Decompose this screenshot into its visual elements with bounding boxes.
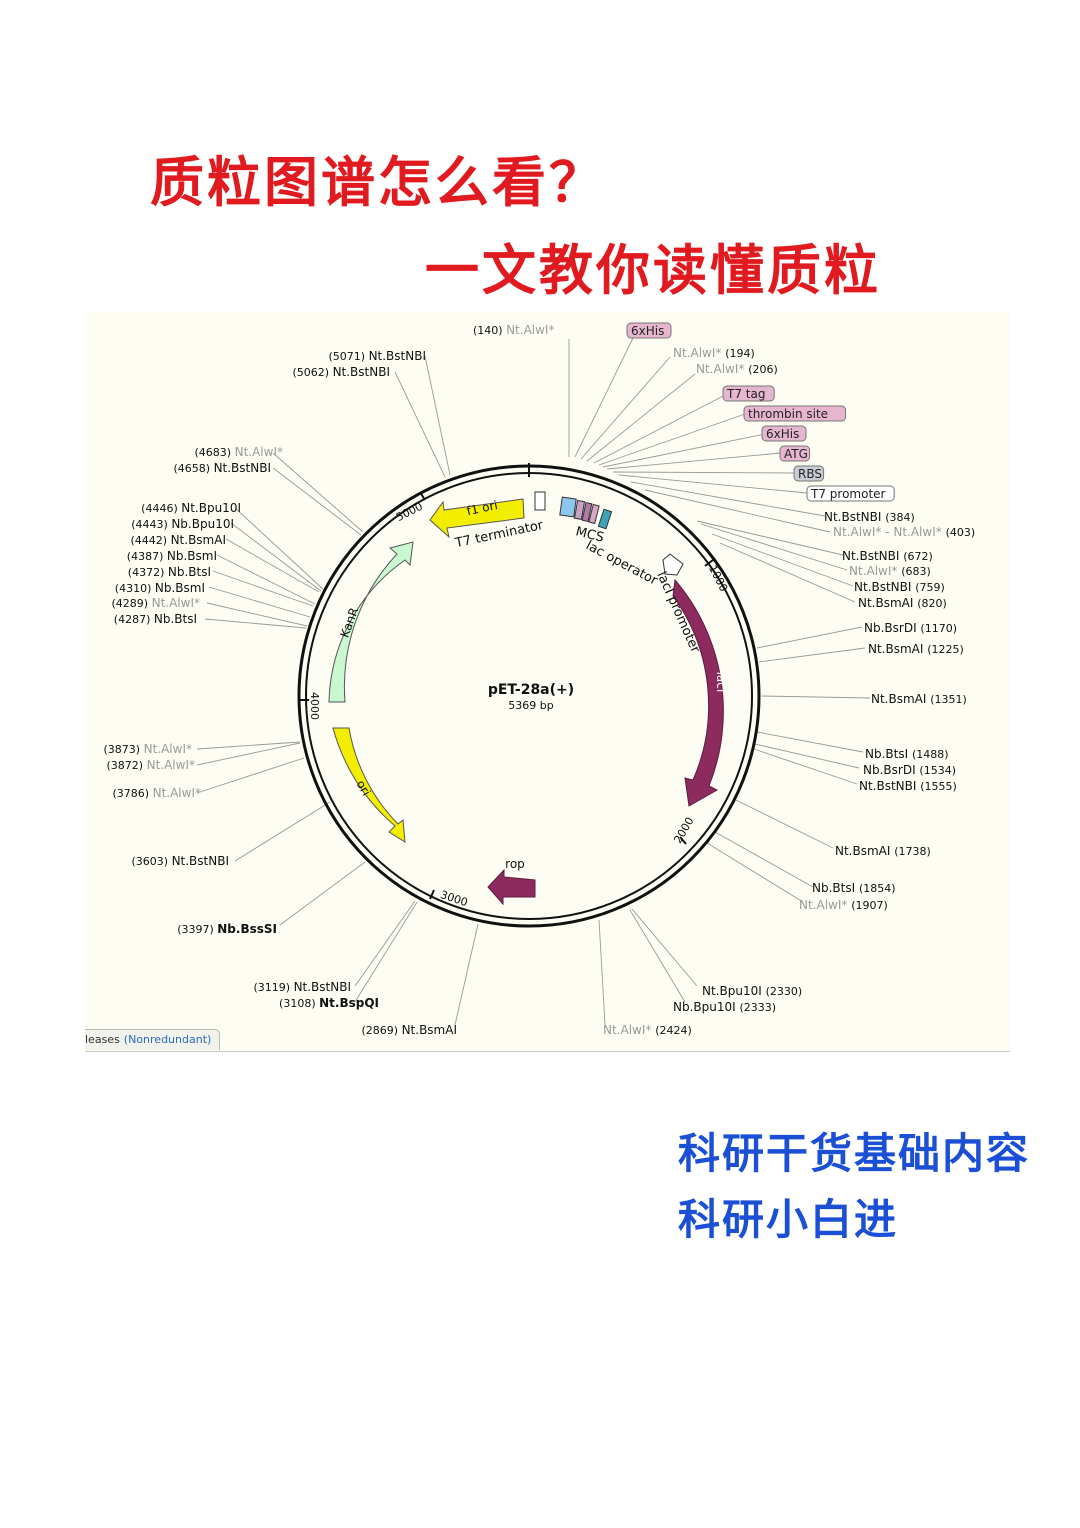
site-label-nt-bstnbi: Nt.BstNBI (384) — [824, 510, 915, 524]
site-box-atg: ATG — [779, 445, 811, 462]
site-box-6xhis: 6xHis — [761, 425, 807, 442]
site-label-nt-alwi-: (4683) Nt.AlwI* — [195, 445, 283, 459]
site-box-t7-tag: T7 tag — [722, 385, 775, 402]
site-label-nt-bsmai: Nt.BsmAI (820) — [858, 596, 947, 610]
site-label-nt-bsmai: Nt.BsmAI (1738) — [835, 844, 931, 858]
feature-laci-promoter-arrow — [662, 553, 684, 576]
svg-text:6xHis: 6xHis — [631, 324, 664, 338]
svg-text:6xHis: 6xHis — [766, 427, 799, 441]
site-label-nb-btsi: (4372) Nb.BtsI — [128, 565, 211, 579]
feature-mcs-blue — [559, 496, 577, 518]
svg-text:T7 tag: T7 tag — [726, 387, 765, 401]
site-label-nb-btsi: (4287) Nb.BtsI — [114, 612, 197, 626]
feature-laci — [672, 578, 724, 807]
site-label-nt-bspqi: (3108) Nt.BspQI — [279, 996, 379, 1010]
site-label-nt-bstnbi: Nt.BstNBI (759) — [854, 580, 945, 594]
site-box-thrombin-site: thrombin site — [743, 405, 847, 422]
feature-kanr — [328, 541, 414, 703]
site-label-nb-bpu10i: Nb.Bpu10I (2333) — [673, 1000, 776, 1014]
site-label-nt-bstnbi: (3603) Nt.BstNBI — [131, 854, 229, 868]
site-label-nb-bsrdi: Nb.BsrDI (1170) — [864, 621, 957, 635]
site-label-nb-bpu10i: (4443) Nb.Bpu10I — [131, 517, 234, 531]
site-box-6xhis: 6xHis — [626, 322, 672, 339]
site-label-nt-alwi-: Nt.AlwI* (2424) — [603, 1023, 692, 1037]
feature-label-f1-ori: f1 ori — [465, 498, 499, 518]
feature-label-lac-operator: lac operator — [583, 538, 660, 589]
feature-arrows — [328, 491, 724, 906]
feature-label-rop: rop — [505, 857, 525, 871]
feature-label-laci: lacI — [714, 672, 728, 693]
site-label-nb-bsrdi: Nb.BsrDI (1534) — [863, 763, 956, 777]
feature-white-box — [534, 491, 546, 511]
site-label-nb-btsi: Nb.BtsI (1488) — [865, 747, 949, 761]
tick-label-5000: 5000 — [394, 500, 425, 524]
feature-ori — [332, 727, 406, 843]
site-box-rbs: RBS — [793, 465, 825, 482]
feature-rop — [487, 868, 536, 906]
site-label-nt-bstnbi: (5071) Nt.BstNBI — [328, 349, 426, 363]
site-label-nt-bstnbi: (4658) Nt.BstNBI — [173, 461, 271, 475]
site-label-nt-bsmai: Nt.BsmAI (1351) — [871, 692, 967, 706]
site-label-nt-alwi-: (4289) Nt.AlwI* — [112, 596, 200, 610]
enzyme-tab[interactable]: leases(Nonredundant) — [85, 1029, 221, 1050]
site-label-nt-alwi-: Nt.AlwI* (683) — [849, 564, 931, 578]
site-label-nt-bsmai: (2869) Nt.BsmAI — [362, 1023, 458, 1037]
feature-f1-ori — [429, 498, 525, 539]
site-label-nt-alwi-: Nt.AlwI* (1907) — [799, 898, 888, 912]
site-label-nt-alwi-nt-alwi-: Nt.AlwI* - Nt.AlwI* (403) — [833, 525, 975, 539]
site-label-nt-bstnbi: Nt.BstNBI (1555) — [859, 779, 957, 793]
svg-text:T7 promoter: T7 promoter — [810, 487, 886, 501]
leader-lines — [196, 337, 871, 1026]
site-label-nt-alwi-: (140) Nt.AlwI* — [473, 323, 554, 337]
site-label-nt-bpu10i: Nt.Bpu10I (2330) — [702, 984, 802, 998]
site-label-nb-btsi: Nb.BtsI (1854) — [812, 881, 896, 895]
site-label-nt-bstnbi: (3119) Nt.BstNBI — [253, 980, 351, 994]
plasmid-size: 5369 bp — [508, 699, 553, 712]
svg-text:thrombin site: thrombin site — [748, 407, 828, 421]
page-subtitle: 一文教你读懂质粒 — [425, 239, 881, 302]
svg-text:RBS: RBS — [798, 467, 822, 481]
site-label-nt-bsmai: (4442) Nt.BsmAI — [131, 533, 227, 547]
tick-label-2000: 2000 — [671, 815, 696, 846]
footer-line-1: 科研干货基础内容 — [678, 1129, 1031, 1178]
site-label-nt-alwi-: (3786) Nt.AlwI* — [113, 786, 201, 800]
page-title: 质粒图谱怎么看？ — [150, 151, 606, 214]
enzyme-tab-link[interactable]: (Nonredundant) — [123, 1033, 212, 1046]
tick-marks — [300, 463, 714, 900]
site-label-nt-alwi-: (3873) Nt.AlwI* — [104, 742, 192, 756]
site-label-nt-alwi-: (3872) Nt.AlwI* — [107, 758, 195, 772]
feature-label-kanr: KanR — [337, 606, 361, 640]
map-bottom-border — [85, 1051, 1010, 1052]
feature-label-mcs: MCS — [574, 524, 605, 545]
site-box-t7-promoter: T7 promoter — [806, 485, 895, 502]
svg-text:ATG: ATG — [784, 447, 808, 461]
site-label-nb-bsssi: (3397) Nb.BssSI — [177, 922, 277, 936]
feature-label-ori: ori — [353, 778, 373, 799]
plasmid-name: pET-28a(+) — [488, 682, 574, 698]
site-label-nt-bsmai: Nt.BsmAI (1225) — [868, 642, 964, 656]
site-label-nb-bsmi: (4387) Nb.BsmI — [127, 549, 217, 563]
site-label-nt-alwi-: Nt.AlwI* (206) — [696, 362, 778, 376]
site-label-nt-bpu10i: (4446) Nt.Bpu10I — [141, 501, 241, 515]
site-label-nt-alwi-: Nt.AlwI* (194) — [673, 346, 755, 360]
site-label-nt-bstnbi: (5062) Nt.BstNBI — [292, 365, 390, 379]
footer-line-2: 科研小白进 — [678, 1195, 899, 1244]
site-label-nb-bsmi: (4310) Nb.BsmI — [115, 581, 205, 595]
site-label-nt-bstnbi: Nt.BstNBI (672) — [842, 549, 933, 563]
enzyme-tab-label: leases — [85, 1033, 120, 1046]
tick-label-4000: 4000 — [308, 692, 321, 720]
